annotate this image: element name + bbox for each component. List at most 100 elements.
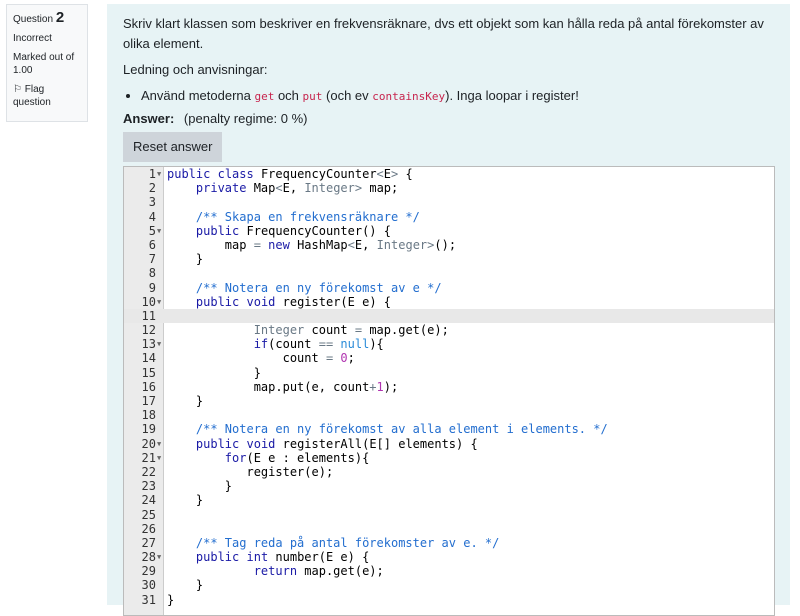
code-token: ){: [369, 337, 384, 352]
code-text: }: [167, 578, 203, 592]
code-line[interactable]: 6 map = new HashMap<E, Integer>();: [124, 238, 774, 252]
code-line[interactable]: 2 private Map<E, Integer> map;: [124, 181, 774, 195]
code-line[interactable]: 16 map.put(e, count+1);: [124, 380, 774, 394]
code-line[interactable]: 1▼public class FrequencyCounter<E> {: [124, 167, 774, 181]
code-token: }: [167, 493, 204, 508]
code-line[interactable]: 27 /** Tag reda på antal förekomster av …: [124, 536, 774, 550]
fold-arrow-icon[interactable]: ▼: [157, 297, 162, 306]
line-number: 4: [148, 209, 156, 224]
code-token: Integer: [304, 181, 355, 196]
code-line[interactable]: 21▼ for(E e : elements){: [124, 451, 774, 465]
code-line[interactable]: 7 }: [124, 252, 774, 266]
line-number: 15: [141, 365, 156, 380]
line-number: 23: [141, 479, 156, 494]
code-line[interactable]: 8: [124, 266, 774, 280]
code-line[interactable]: 29 return map.get(e);: [124, 564, 774, 578]
line-number: 3: [148, 195, 156, 210]
code-token: map.put(e, count: [167, 379, 370, 394]
code-line[interactable]: 25: [124, 508, 774, 522]
code-token: 1: [376, 379, 384, 394]
code-token: [210, 167, 217, 181]
code-line[interactable]: 4 /** Skapa en frekvensräknare */: [124, 210, 774, 224]
code-token: E: [383, 167, 392, 181]
question-status: Incorrect: [13, 33, 52, 44]
code-line[interactable]: 10▼ public void register(E e) {: [124, 295, 774, 309]
fold-arrow-icon[interactable]: ▼: [157, 439, 162, 448]
fold-arrow-icon[interactable]: ▼: [157, 453, 162, 462]
line-number: 13: [141, 337, 156, 352]
code-line[interactable]: 19 /** Notera en ny förekomst av alla el…: [124, 422, 774, 436]
code-token: =: [253, 237, 261, 252]
code-editor[interactable]: 1 ▼ public class FrequencyCounter<E> {2 pr…: [123, 166, 775, 616]
fold-arrow-icon[interactable]: ▼: [157, 340, 162, 349]
code-token: );: [383, 379, 399, 394]
code-line[interactable]: 31}: [124, 593, 774, 607]
code-token: [239, 437, 246, 451]
code-text: }: [167, 593, 174, 607]
code-token: [167, 224, 196, 238]
code-token: }: [167, 592, 175, 607]
code-token: register(e);: [167, 464, 334, 479]
line-number: 8: [148, 266, 156, 281]
code-line[interactable]: 9 /** Notera en ny förekomst av e */: [124, 281, 774, 295]
code-line[interactable]: 11: [124, 308, 774, 324]
code-containskey: containsKey: [372, 90, 446, 103]
code-line[interactable]: 24 }: [124, 493, 774, 507]
code-line[interactable]: 22 register(e);: [124, 465, 774, 479]
code-line[interactable]: 17 }: [124, 394, 774, 408]
code-token: HashMap: [289, 237, 348, 252]
line-number: 14: [141, 351, 156, 366]
code-line[interactable]: 26: [124, 522, 774, 536]
code-token: [167, 295, 196, 309]
code-text: private Map<E, Integer> map;: [167, 181, 398, 195]
code-token: }: [167, 578, 204, 593]
code-token: private: [195, 181, 247, 196]
hint-title: Ledning och anvisningar:: [123, 62, 268, 77]
code-token: registerAll(E[] elements) {: [275, 436, 478, 451]
code-line[interactable]: 20▼ public void registerAll(E[] elements…: [124, 437, 774, 451]
code-token: >: [427, 237, 435, 252]
code-text: public class FrequencyCounter<E> {: [167, 167, 413, 181]
line-number: 27: [141, 535, 156, 550]
code-line[interactable]: 13▼ if(count == null){: [124, 337, 774, 351]
code-token: for: [224, 450, 247, 465]
question-content: Skriv klart klassen som beskriver en fre…: [107, 4, 790, 616]
code-line[interactable]: 15 }: [124, 366, 774, 380]
code-text: }: [167, 252, 203, 266]
code-token: 0: [340, 351, 348, 366]
code-line[interactable]: 30 }: [124, 578, 774, 592]
code-token: FrequencyCounter: [253, 167, 377, 181]
code-text: /** Skapa en frekvensräknare */: [167, 210, 420, 224]
code-text: map.put(e, count+1);: [167, 379, 399, 394]
line-number: 12: [141, 323, 156, 338]
code-token: map.get(e);: [362, 323, 449, 338]
code-line[interactable]: 18: [124, 408, 774, 422]
code-token: [167, 550, 196, 564]
fold-arrow-icon[interactable]: ▼: [157, 170, 162, 178]
code-token: Map: [246, 181, 276, 196]
line-number: 10: [141, 294, 156, 309]
code-token: ();: [434, 237, 457, 252]
flag-question-link[interactable]: ⚐ Flag question: [13, 84, 51, 108]
code-line[interactable]: 14 count = 0;: [124, 351, 774, 365]
line-number: 29: [141, 564, 156, 579]
code-line[interactable]: 3: [124, 195, 774, 209]
reset-answer-button[interactable]: Reset answer: [123, 132, 223, 162]
code-line[interactable]: 28▼ public int number(E e) {: [124, 550, 774, 564]
code-token: >: [391, 167, 399, 181]
line-number: 5: [148, 223, 156, 238]
code-token: Integer: [253, 323, 305, 338]
code-text: return map.get(e);: [167, 564, 384, 578]
line-number-gutter: [124, 167, 164, 615]
code-token: [167, 323, 254, 337]
code-line[interactable]: 23 }: [124, 479, 774, 493]
line-number: 17: [141, 394, 156, 408]
code-token: =: [325, 351, 334, 366]
code-line[interactable]: 5▼ public FrequencyCounter() {: [124, 224, 774, 238]
fold-arrow-icon[interactable]: ▼: [157, 553, 162, 562]
code-token: }: [167, 365, 261, 380]
question-description: Skriv klart klassen som beskriver en fre…: [123, 16, 764, 51]
code-token: map;: [362, 181, 399, 196]
code-line[interactable]: 12 Integer count = map.get(e);: [124, 323, 774, 337]
fold-arrow-icon[interactable]: ▼: [157, 226, 162, 235]
